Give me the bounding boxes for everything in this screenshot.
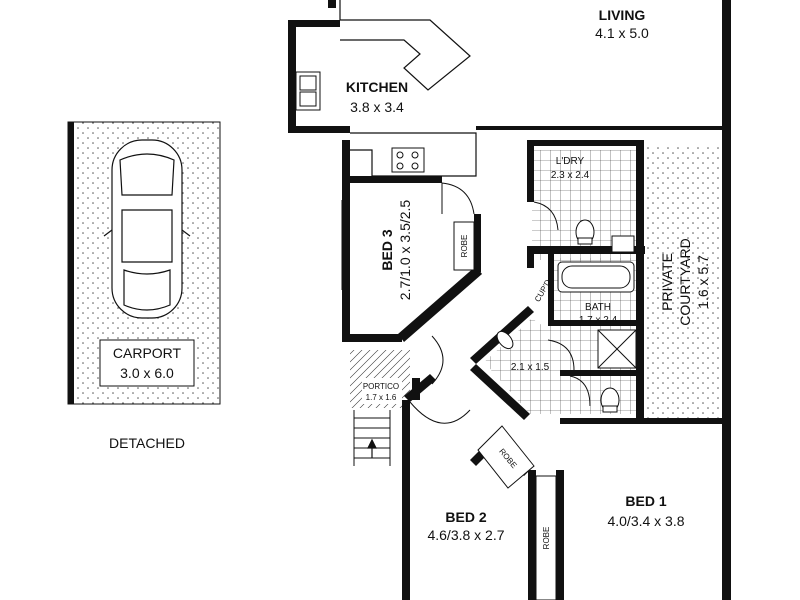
walls bbox=[288, 0, 731, 600]
bed2-size: 4.6/3.8 x 2.7 bbox=[427, 527, 504, 543]
bed2-name: BED 2 bbox=[445, 509, 486, 525]
laundry-name: L'DRY bbox=[556, 156, 585, 167]
portico-name: PORTICO bbox=[363, 382, 399, 391]
bath-size: 1.7 x 2.4 bbox=[579, 315, 618, 326]
bed1-robe-label: ROBE bbox=[542, 527, 551, 550]
living-size: 4.1 x 5.0 bbox=[595, 25, 649, 41]
bed1-name: BED 1 bbox=[625, 493, 666, 509]
portico-size: 1.7 x 1.6 bbox=[366, 393, 397, 402]
kitchen-name: KITCHEN bbox=[346, 79, 408, 95]
entry-arrow-icon bbox=[367, 438, 377, 458]
courtyard-line2: COURTYARD bbox=[677, 238, 693, 325]
car-icon bbox=[103, 139, 191, 319]
carport: CARPORT 3.0 x 6.0 DETACHED bbox=[67, 121, 221, 451]
cooktop-icon bbox=[391, 147, 425, 173]
courtyard-size: 1.6 x 5.7 bbox=[695, 255, 711, 309]
toilet-icon bbox=[575, 219, 620, 413]
bed3-name: BED 3 bbox=[379, 229, 395, 270]
carport-size: 3.0 x 6.0 bbox=[120, 365, 174, 381]
bathtub-icon bbox=[557, 261, 635, 293]
kitchen-size: 3.8 x 3.4 bbox=[350, 99, 404, 115]
laundry-size: 2.3 x 2.4 bbox=[551, 170, 590, 181]
carport-name: CARPORT bbox=[113, 345, 182, 361]
bed3-size: 2.7/1.0 x 3.5/2.5 bbox=[397, 200, 413, 301]
courtyard-line1: PRIVATE bbox=[659, 253, 675, 311]
portico bbox=[350, 350, 410, 466]
bed1-size: 4.0/3.4 x 3.8 bbox=[607, 513, 684, 529]
detached-label: DETACHED bbox=[109, 435, 185, 451]
shower-icon bbox=[597, 329, 637, 369]
bath-name: BATH bbox=[585, 302, 611, 313]
ensuite-size: 2.1 x 1.5 bbox=[511, 362, 550, 373]
living-name: LIVING bbox=[599, 7, 646, 23]
private-courtyard: PRIVATE COURTYARD 1.6 x 5.7 bbox=[646, 146, 724, 418]
bed3-robe-label: ROBE bbox=[460, 235, 469, 258]
